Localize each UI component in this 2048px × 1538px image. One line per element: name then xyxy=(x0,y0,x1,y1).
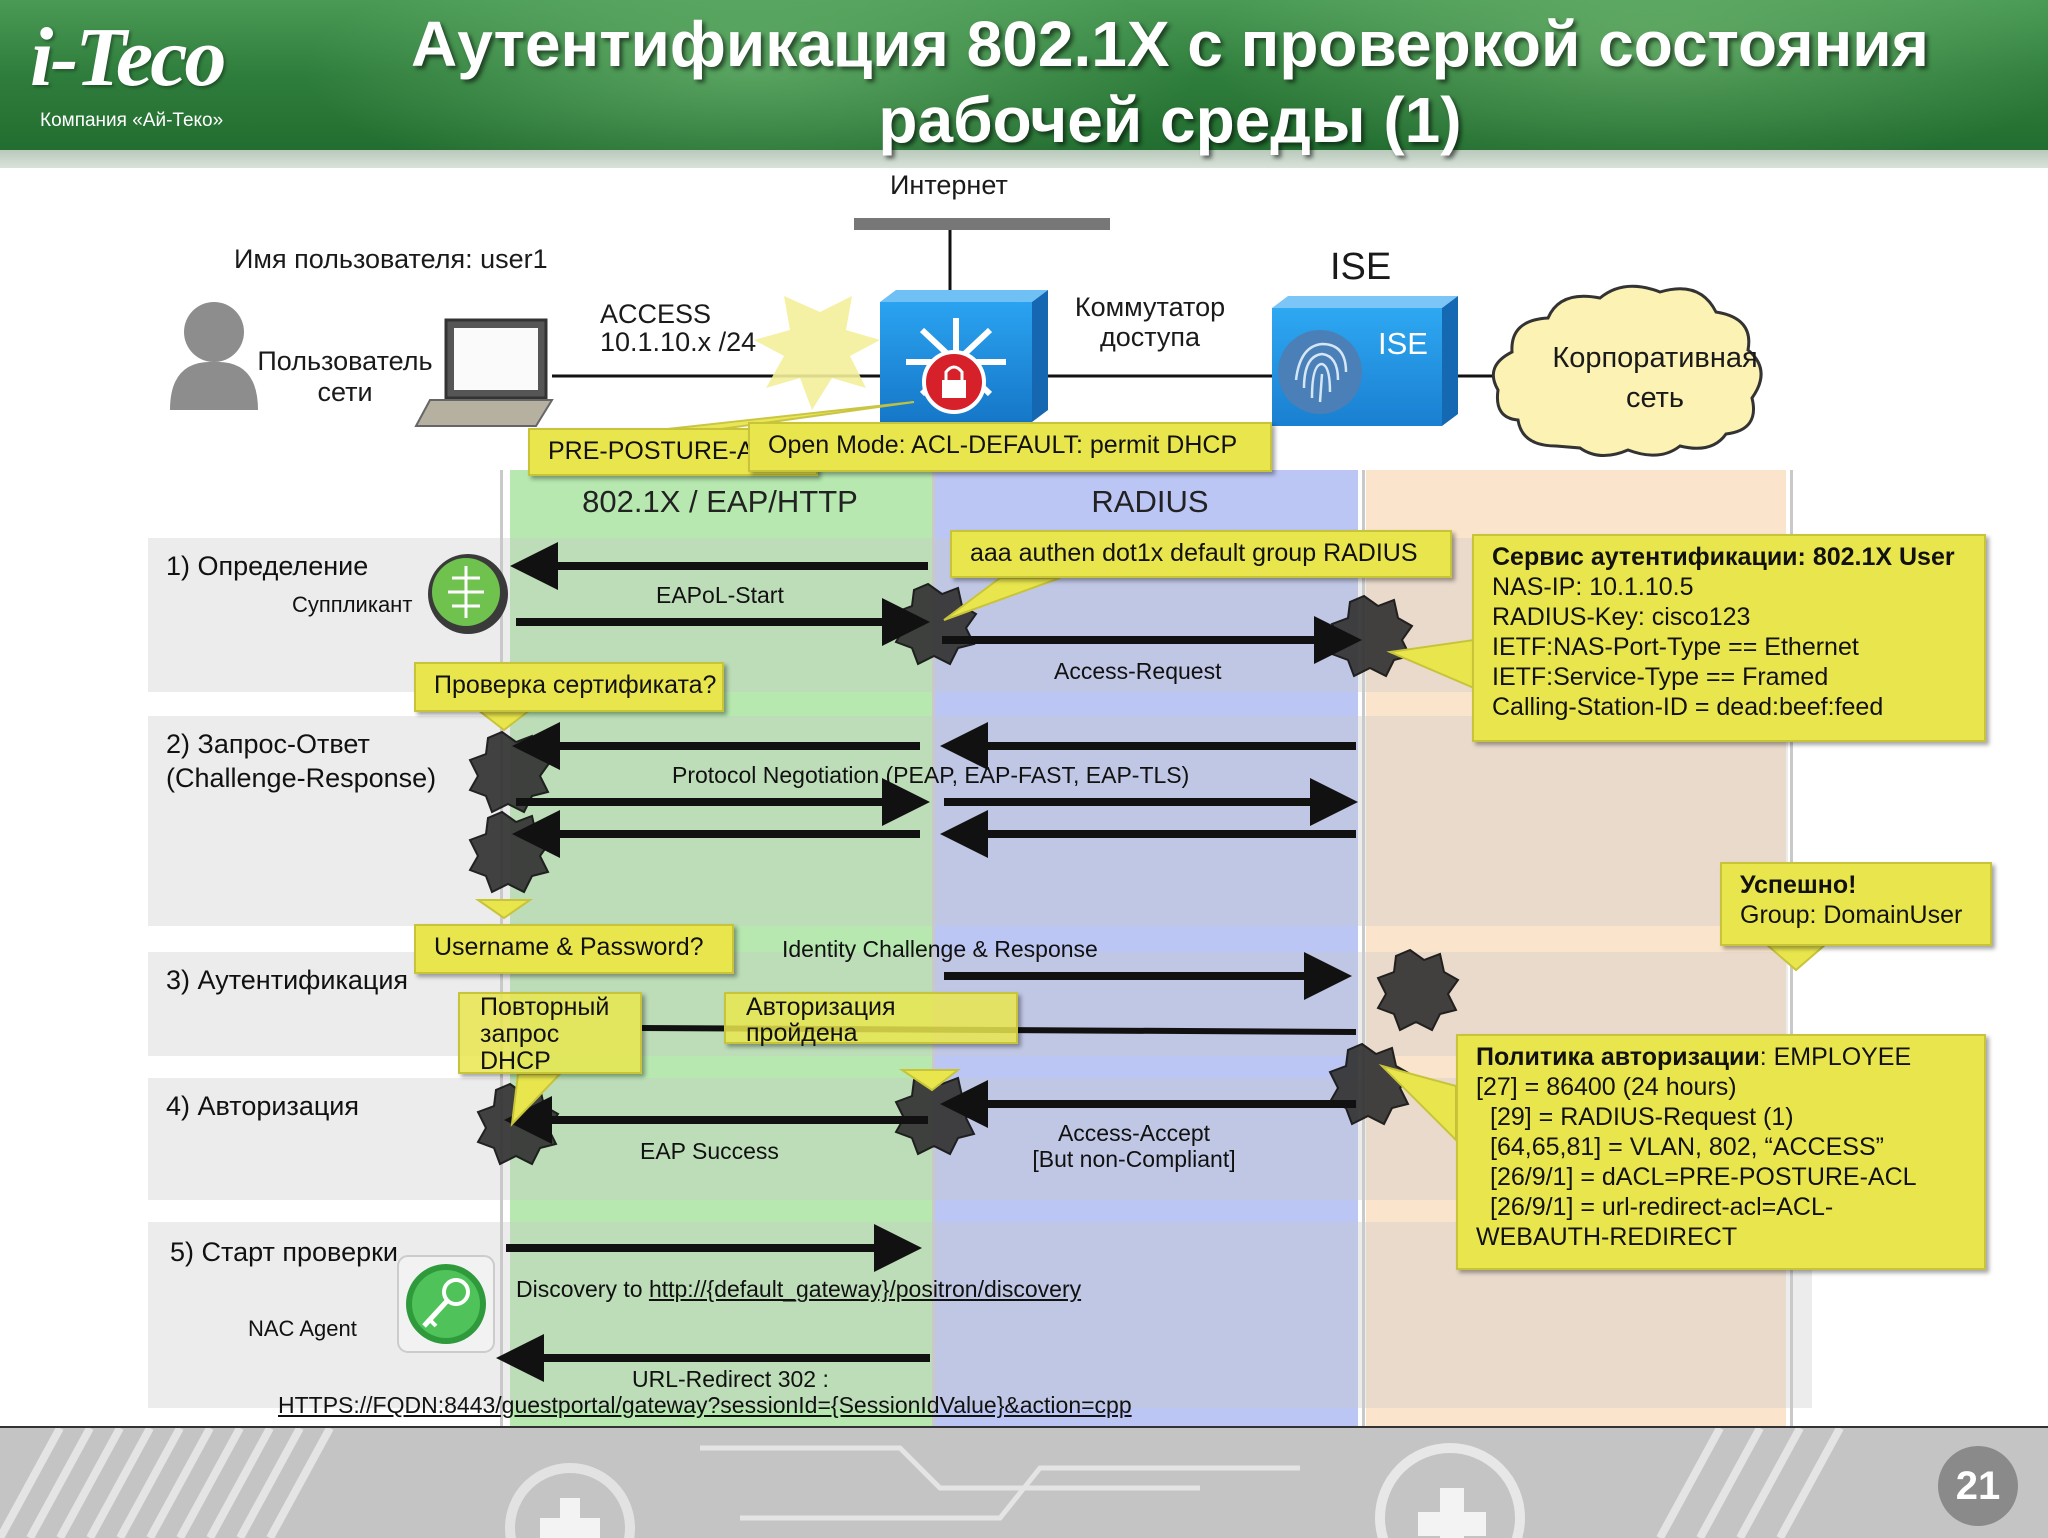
access-accept-line-1: Access-Accept xyxy=(1057,1120,1211,1146)
note-auth-service: Сервис аутентификации: 802.1X User NAS-I… xyxy=(1472,534,1986,742)
msg-eap-success: EAP Success xyxy=(640,1138,779,1164)
footer-banner xyxy=(0,1426,2048,1538)
access-label-line-2: 10.1.10.x /24 xyxy=(600,327,757,357)
slide-title: Аутентификация 802.1X с проверкой состоя… xyxy=(320,6,2020,158)
note-dhcp-request: Повторный запрос DHCP xyxy=(458,992,642,1075)
marker-star-client-2b xyxy=(468,810,552,894)
msg-url-redirect: URL-Redirect 302 : xyxy=(632,1366,829,1392)
marker-star-ise-3 xyxy=(1376,948,1460,1032)
step-1-label: 1) Определение xyxy=(166,551,369,581)
page-number: 21 xyxy=(1938,1446,2018,1526)
logo-mark: i-Teco xyxy=(30,11,226,104)
nac-agent-key-icon xyxy=(397,1255,495,1353)
laptop-icon xyxy=(414,318,554,427)
dhcp-line-2: запрос xyxy=(480,1020,560,1048)
access-label-line-1: ACCESS xyxy=(600,299,712,329)
authz-policy-title: Политика авторизации xyxy=(1476,1043,1760,1071)
slide-title-line-1: Аутентификация 802.1X с проверкой состоя… xyxy=(411,8,1929,80)
auth-service-title: Сервис аутентификации: 802.1X User xyxy=(1492,543,1955,571)
ise-server-icon xyxy=(1272,296,1458,426)
supplicant-icon xyxy=(428,554,508,634)
lifeline-ise xyxy=(1362,470,1365,1430)
logo-subtitle: Компания «Ай-Теко» xyxy=(40,110,224,131)
footer-pattern xyxy=(0,1428,1844,1538)
msg-access-request: Access-Request xyxy=(1054,658,1222,684)
msg-eapol-start: EAPoL-Start xyxy=(656,582,784,608)
authz-line-1: Авторизация xyxy=(746,993,896,1021)
header-banner xyxy=(0,0,2048,168)
auth-service-line: RADIUS-Key: cisco123 xyxy=(1492,603,1751,631)
step-2-label-line-2: (Challenge-Response) xyxy=(166,763,437,793)
auth-service-line: Calling-Station-ID = dead:beef:feed xyxy=(1492,693,1884,721)
lifeline-switch xyxy=(932,470,935,1430)
msg-identity: Identity Challenge & Response xyxy=(782,936,1098,962)
username-label: Имя пользователя: user1 xyxy=(234,244,548,274)
internet-bar xyxy=(854,218,1110,230)
auth-service-line: NAS-IP: 10.1.10.5 xyxy=(1492,573,1694,601)
user-label-line-2: сети xyxy=(317,377,373,407)
access-switch-icon xyxy=(880,290,1048,422)
note-authorization-passed: Авторизация пройдена xyxy=(724,992,1018,1047)
note-aaa-command: aaa authen dot1x default group RADIUS xyxy=(950,530,1452,578)
lane-title-radius: RADIUS xyxy=(1091,484,1209,519)
note-success: Успешно! Group: DomainUser xyxy=(1720,862,1992,946)
switch-label: Коммутатор доступа xyxy=(1060,292,1240,352)
nac-agent-label: NAC Agent xyxy=(248,1316,357,1341)
slide-title-line-2: рабочей среды (1) xyxy=(878,84,1462,156)
note-certificate-check: Проверка сертификата? xyxy=(414,662,724,712)
switch-label-line-1: Коммутатор xyxy=(1074,292,1226,322)
authz-policy-line: [64,65,81] = VLAN, 802, “ACCESS” xyxy=(1490,1133,1884,1161)
switch-label-line-2: доступа xyxy=(1099,322,1201,352)
step-5-label: 5) Старт проверки xyxy=(170,1237,398,1267)
msg-access-accept: Access-Accept [But non-Compliant] xyxy=(1024,1120,1244,1172)
company-logo: i-Teco Компания «Ай-Теко» xyxy=(30,10,270,140)
step-2-label-line-1: 2) Запрос-Ответ xyxy=(166,729,370,759)
burst-icon xyxy=(754,296,880,410)
dhcp-line-3: DHCP xyxy=(480,1047,551,1075)
success-group: Group: DomainUser xyxy=(1740,901,1963,929)
authz-line-2: пройдена xyxy=(746,1019,858,1047)
authz-policy-line: WEBAUTH-REDIRECT xyxy=(1476,1223,1738,1251)
cloud-label-line-1: Корпоративная xyxy=(1552,342,1758,374)
discovery-link[interactable]: http://{default_gateway}/positron/discov… xyxy=(648,1276,1082,1302)
corporate-network-label: Корпоративная сеть xyxy=(1530,338,1780,418)
lane-title-eap: 802.1X / EAP/HTTP xyxy=(582,484,858,519)
user-label-line-1: Пользователь xyxy=(257,346,433,376)
lane-radius xyxy=(934,470,1358,1426)
ise-title: ISE xyxy=(1330,246,1392,288)
auth-service-line: IETF:NAS-Port-Type == Ethernet xyxy=(1492,633,1859,661)
marker-star-ise-4 xyxy=(1328,1042,1412,1126)
authz-policy-line: [27] = 86400 (24 hours) xyxy=(1476,1073,1737,1101)
user-label: Пользователь сети xyxy=(252,346,438,408)
authz-policy-line: [26/9/1] = url-redirect-acl=ACL- xyxy=(1490,1193,1834,1221)
authz-policy-line: [29] = RADIUS-Request (1) xyxy=(1490,1103,1794,1131)
note-authorization-policy: Политика авторизации: EMPLOYEE [27] = 86… xyxy=(1456,1034,1986,1270)
step-3-label: 3) Аутентификация xyxy=(166,965,409,995)
note-username-password: Username & Password? xyxy=(414,924,734,974)
ise-box-label: ISE xyxy=(1378,326,1428,361)
authz-policy-line: [26/9/1] = dACL=PRE-POSTURE-ACL xyxy=(1490,1163,1917,1191)
msg-protocol-negotiation: Protocol Negotiation (PEAP, EAP-FAST, EA… xyxy=(672,762,1190,788)
user-icon xyxy=(170,302,258,410)
step-4-label: 4) Авторизация xyxy=(166,1091,360,1121)
msg-discovery: Discovery to http://{default_gateway}/po… xyxy=(516,1276,1081,1303)
supplicant-label: Суппликант xyxy=(292,592,413,617)
cloud-label-line-2: сеть xyxy=(1625,382,1685,414)
dhcp-line-1: Повторный xyxy=(480,993,610,1021)
access-vlan-label: ACCESS 10.1.10.x /24 xyxy=(600,300,756,356)
auth-service-line: IETF:Service-Type == Framed xyxy=(1492,663,1829,691)
access-accept-line-2: [But non-Compliant] xyxy=(1032,1146,1236,1172)
corporate-cloud-icon xyxy=(1491,284,1763,457)
discovery-prefix: Discovery to xyxy=(516,1276,649,1302)
internet-label: Интернет xyxy=(890,170,1008,200)
success-title: Успешно! xyxy=(1740,871,1857,899)
note-open-mode: Open Mode: ACL-DEFAULT: permit DHCP xyxy=(748,422,1272,472)
redirect-url-link[interactable]: HTTPS://FQDN:8443/guestportal/gateway?se… xyxy=(278,1392,1132,1418)
authz-policy-name: : EMPLOYEE xyxy=(1759,1043,1912,1071)
